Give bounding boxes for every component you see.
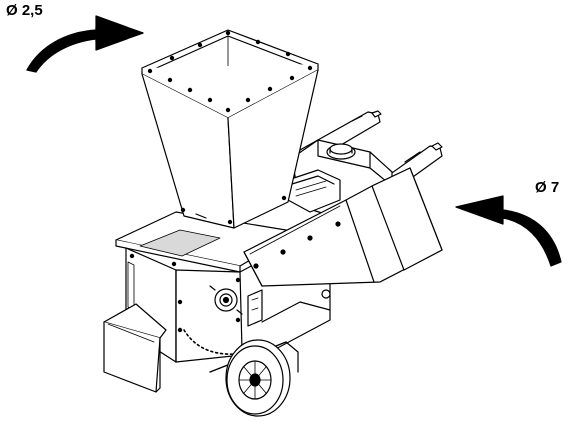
top-hopper [141, 29, 319, 229]
left-rotation-label: Ø 2,5 [6, 2, 43, 19]
right-rotation-arrow-icon [455, 195, 562, 267]
side-feed-chute [243, 167, 443, 287]
left-rotation-arrow-icon [26, 15, 144, 73]
right-rotation-label: Ø 7 [535, 179, 560, 196]
wheel [209, 339, 299, 417]
discharge-chute [103, 303, 167, 393]
shredder-machine [103, 29, 443, 417]
housing-bolts [129, 253, 241, 333]
